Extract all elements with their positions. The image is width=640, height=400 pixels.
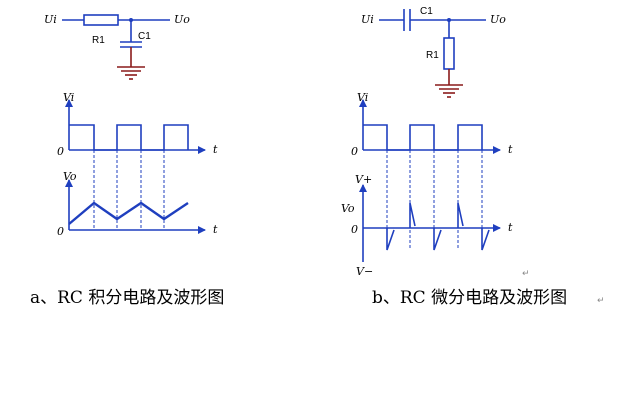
- differentiator-vi-y-label: Vi: [357, 91, 368, 104]
- integrator-input-label: Ui: [44, 13, 57, 26]
- differentiator-vo-origin-label: 0: [351, 223, 358, 236]
- differentiator-vo-label: Vo: [341, 202, 355, 215]
- differentiator-vo-x-label: t: [508, 221, 513, 234]
- stray-return-mark: ↵: [522, 269, 530, 279]
- differentiator-caption: b、RC 微分电路及波形图: [372, 288, 567, 308]
- integrator-vi-y-label: Vi: [63, 91, 74, 104]
- differentiator-vminus-label: V−: [356, 265, 373, 278]
- integrator-vo-x-label: t: [213, 223, 218, 236]
- differentiator-input-label: Ui: [361, 13, 374, 26]
- integrator-resistor: [83, 14, 119, 26]
- differentiator-resistor: [443, 37, 455, 70]
- differentiator-sync-dashes: [386, 150, 483, 250]
- integrator-input-waveform: Vi t 0: [57, 91, 218, 158]
- integrator-ground-icon: [117, 66, 145, 80]
- integrator-vo-origin-label: 0: [57, 225, 64, 238]
- integrator-vi-x-label: t: [213, 143, 218, 156]
- integrator-vi-origin-label: 0: [57, 145, 64, 158]
- differentiator-input-waveform: Vi t 0: [351, 91, 513, 158]
- integrator-output-waveform: Vo t 0: [57, 170, 218, 238]
- integrator-capacitor-label: C1: [138, 31, 151, 42]
- differentiator-capacitor-label: C1: [420, 6, 433, 17]
- integrator-output-label: Uo: [174, 13, 190, 26]
- differentiator-square-wave: [363, 124, 483, 151]
- differentiator-output-waveform: V+ Vo 0 V− t: [341, 173, 513, 278]
- paragraph-return-mark: ↵: [597, 296, 605, 306]
- integrator-caption: a、RC 积分电路及波形图: [30, 288, 224, 308]
- integrator-resistor-label: R1: [92, 35, 105, 46]
- differentiator-vi-origin-label: 0: [351, 145, 358, 158]
- differentiator-vi-x-label: t: [508, 143, 513, 156]
- differentiator-vplus-label: V+: [355, 173, 372, 186]
- differentiator-circuit: Ui C1 Uo R1: [361, 6, 506, 98]
- integrator-triangle-wave: [68, 201, 189, 225]
- integrator-vo-y-label: Vo: [63, 170, 77, 183]
- integrator-circuit: Ui R1 Uo C1: [44, 13, 190, 80]
- differentiator-output-label: Uo: [490, 13, 506, 26]
- integrator-square-wave: [69, 124, 189, 151]
- differentiator-spike-wave: [386, 202, 490, 251]
- differentiator-ground-icon: [435, 84, 463, 98]
- integrator-sync-dashes: [93, 150, 165, 230]
- differentiator-resistor-label: R1: [426, 50, 439, 61]
